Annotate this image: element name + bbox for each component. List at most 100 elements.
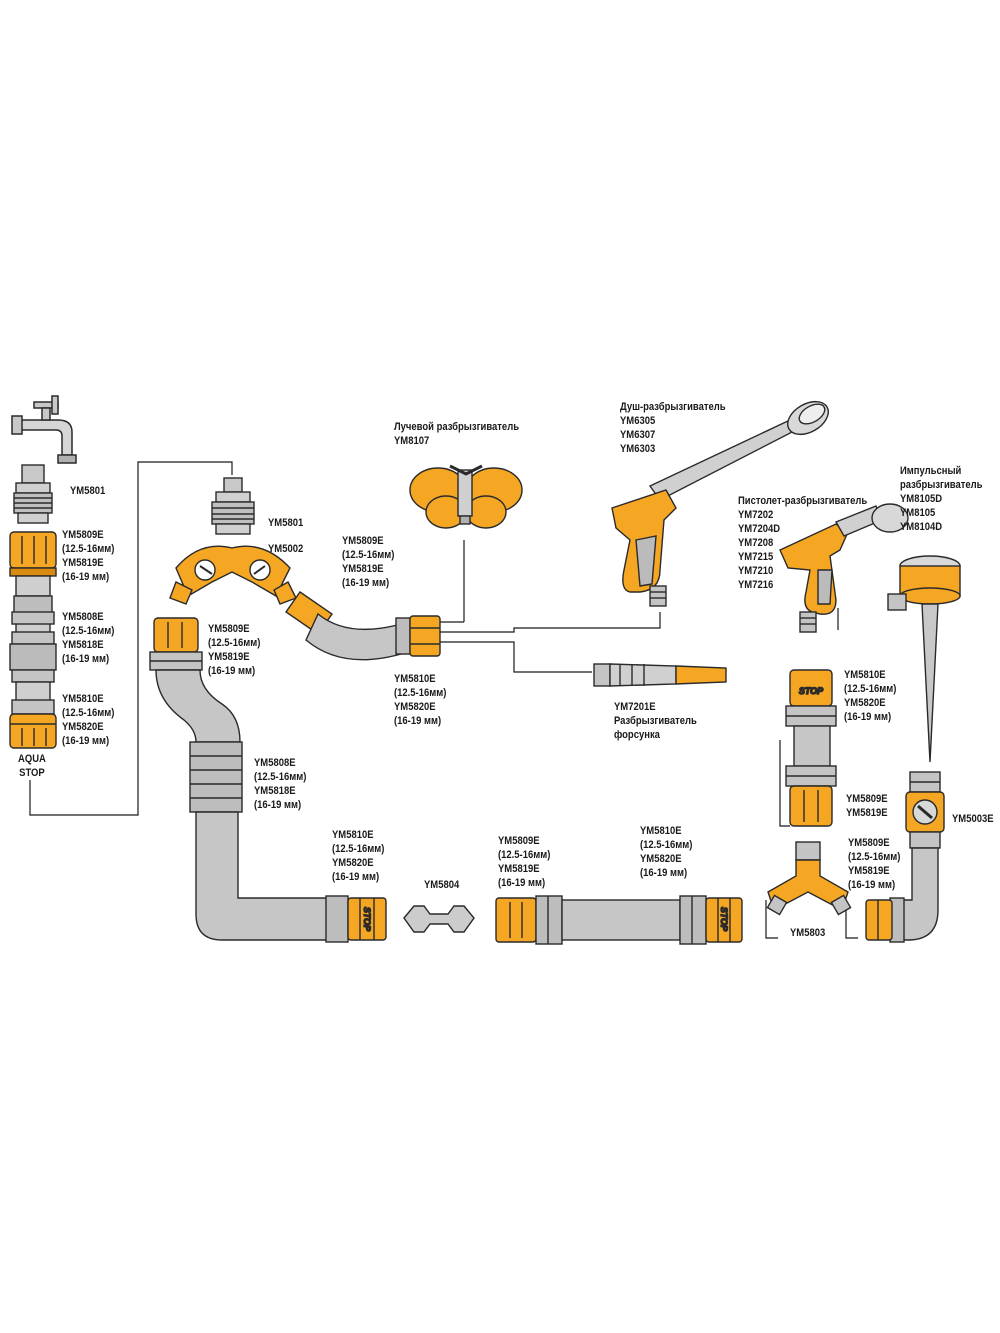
label-line: YM5810E [844,669,886,681]
splitter-ym5002 [169,477,297,605]
label-line: (12.5-16мм) [254,771,307,783]
stop-marking-3: STOP [799,686,824,696]
label-left-repair: YM5808E (12.5-16мм) YM5818E (16-19 мм) [62,610,114,666]
label-line: (12.5-16мм) [640,839,693,851]
valve-elbow-assembly [865,771,945,943]
label-line: YM5801 [268,517,304,529]
label-line: (16-19 мм) [62,735,110,747]
label-line: YM5820E [62,721,104,733]
label-line: YM7202 [738,509,774,521]
label-line: Пистолет-разбрызгиватель [738,495,868,507]
label-bottom-aquastop-1: YM5810E (12.5-16мм) YM5820E (16-19 мм) [332,828,384,884]
label-line: YM5809E [342,535,384,547]
left-column-assembly [9,464,57,749]
label-line: Лучевой разбрызгиватель [394,421,520,433]
label-line: YM7215 [738,551,774,563]
label-line: YM5002 [268,543,304,555]
label-line: YM5818E [254,785,296,797]
aquastop-connector [9,699,57,749]
quick-connector-orange [9,531,57,577]
label-left-aquastop: YM5810E (12.5-16мм) YM5820E (16-19 мм) [62,692,114,748]
label-line: (12.5-16мм) [62,543,115,555]
stop-marking-1: STOP [362,907,372,932]
label-tap-adapter: YM5801 [70,484,105,498]
label-line: YM5003E [952,813,994,825]
y-splitter-ym5803 [766,841,852,916]
label-line: YM5810E [332,829,374,841]
label-line: YM5819E [62,557,104,569]
label-line: (16-19 мм) [394,715,442,727]
label-line: YM5809E [208,623,250,635]
label-line: YM8107 [394,435,430,447]
label-line: (12.5-16мм) [62,625,115,637]
label-line: (16-19 мм) [848,879,896,891]
label-line: YM5803 [790,927,826,939]
label-line: YM7201E [614,701,656,713]
label-line: YM5819E [342,563,384,575]
label-line: (16-19 мм) [640,867,688,879]
stop-marking-2: STOP [719,907,729,932]
label-splitter: YM5002 [268,542,303,556]
label-line: YM5801 [70,485,106,497]
label-nozzle: YM7201E Разбрызгиватель форсунка [614,700,697,742]
label-hub-connector: YM5810E (12.5-16мм) YM5820E (16-19 мм) [394,672,446,728]
label-line: YM6307 [620,429,656,441]
label-line: (16-19 мм) [498,877,546,889]
right-column-bracket [779,740,790,827]
label-line: (12.5-16мм) [208,637,261,649]
label-line: (16-19 мм) [62,653,110,665]
label-line: (16-19 мм) [254,799,302,811]
connector-lines [29,461,858,939]
label-line: YM5820E [332,857,374,869]
label-line: (12.5-16мм) [332,843,385,855]
label-line: YM5820E [640,853,682,865]
water-tap-icon [11,395,77,464]
label-bottom-connector: YM5809E (12.5-16мм) YM5819E (16-19 мм) [498,834,550,890]
coupling-ym5804 [403,905,475,933]
label-shower-sprinkler: Душ-разбрызгиватель YM6305 YM6307 YM6303 [620,400,726,456]
label-line: (12.5-16мм) [844,683,897,695]
repair-connector [9,611,57,683]
label-elbow-repair: YM5808E (12.5-16мм) YM5818E (16-19 мм) [254,756,306,812]
left-branch-elbow-hose: STOP [149,617,387,943]
label-line: Импульсный [900,465,962,477]
label-line: (12.5-16мм) [848,851,901,863]
label-line: форсунка [614,729,660,741]
label-line: YM5818E [62,639,104,651]
label-line: (12.5-16мм) [62,707,115,719]
nozzle-line [464,641,592,673]
shower-sprinkler-icon [611,400,829,607]
impulse-sprinkler-icon [887,555,961,763]
splitter-branch-hose [285,591,441,661]
label-line: разбрызгиватель [900,479,983,491]
label-line: YM5804 [424,879,460,891]
label-line: YM5810E [62,693,104,705]
label-line: (16-19 мм) [62,571,110,583]
label-valve: YM5003E [952,812,994,826]
label-line: YM5809E [62,529,104,541]
label-right-connector: YM5809E YM5819E [846,792,888,820]
bottom-hose-segment: STOP [495,895,743,945]
label-line: (16-19 мм) [844,711,892,723]
label-line: YM6303 [620,443,656,455]
tap-adapter-ym5801 [13,464,53,524]
label-bottom-aquastop-2: YM5810E (12.5-16мм) YM5820E (16-19 мм) [640,824,692,880]
label-line: Разбрызгиватель [614,715,697,727]
label-right-aquastop: YM5810E (12.5-16мм) YM5820E (16-19 мм) [844,668,896,724]
label-line: YM5809E [846,793,888,805]
label-line: YM8105 [900,507,936,519]
label-line: YM7204D [738,523,781,535]
label-line: YM5819E [848,865,890,877]
label-line: YM5808E [62,611,104,623]
label-line: YM5809E [848,837,890,849]
label-line: YM8105D [900,493,943,505]
label-line: YM8104D [900,521,943,533]
label-valve-connector: YM5809E (12.5-16мм) YM5819E (16-19 мм) [848,836,900,892]
pistol-sprinkler-icon [779,503,909,633]
label-line: YM5819E [498,863,540,875]
nozzle-sprinkler-icon [593,663,727,687]
label-line: YM7208 [738,537,774,549]
beam-sprinkler-icon [409,464,523,529]
label-line: YM7216 [738,579,774,591]
